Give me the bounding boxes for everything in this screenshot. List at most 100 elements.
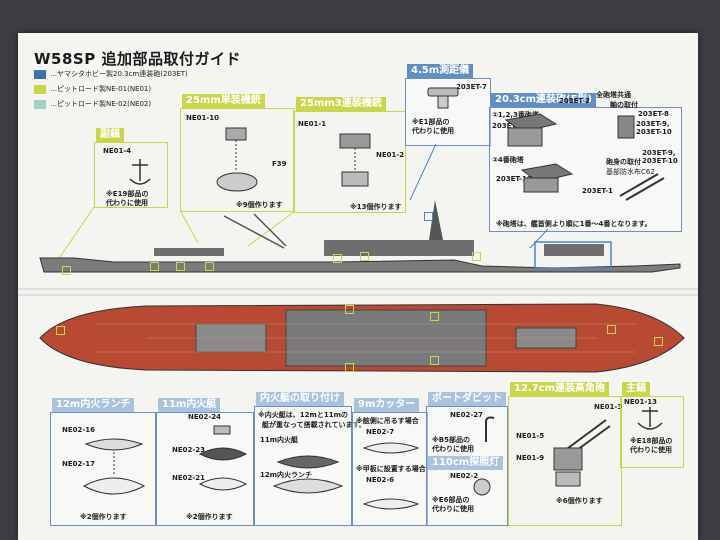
note-line: ※内火艇は、12mと11mの: [258, 411, 348, 419]
part-label: 203ET-10: [496, 175, 532, 183]
sub-anchor-box: [94, 142, 168, 208]
section-title-main-gun: 20.3cm連装砲(E型): [491, 93, 596, 107]
part-note: ※13個作ります: [350, 203, 402, 211]
turret-shaft-drawing: [617, 115, 635, 139]
legend-item-ne01: …ピットロード製NE-01(NE01): [34, 84, 151, 94]
part-label: NE01-3: [594, 403, 623, 411]
part-label: NE02-21: [172, 474, 206, 482]
boat11-drawing: [198, 425, 248, 491]
part-label: 203ET-1: [582, 187, 613, 195]
main-gun-note: ※砲塔は、艦首側より順に1番～4番となります。: [496, 220, 652, 228]
section-title-boat11: 11m内火艇: [158, 398, 221, 412]
part-marker: [345, 305, 354, 314]
section-title-searchlight: 110cm探照灯: [428, 456, 504, 470]
section-title-25mm-triple: 25mm3連装機銃: [296, 97, 386, 111]
part-label: NE02-7: [366, 428, 395, 436]
davit-drawing: [485, 416, 495, 442]
section-title-boatmount: 内火艇の取り付け: [256, 392, 344, 406]
25mm-triple-box: [294, 111, 406, 213]
part-label: NE02-27: [450, 411, 484, 419]
part-note: ※E19部品の 代わりに使用: [106, 190, 149, 207]
aa127-box: [508, 396, 622, 526]
part-note: ※2個作ります: [186, 513, 233, 521]
section-title-25mm-single: 25mm単装機銃: [182, 94, 265, 108]
part-label: NE01-4: [103, 147, 132, 155]
cover-label: 基部防水布C62: [606, 168, 655, 176]
note-line: ※甲板に設置する場合: [356, 465, 426, 473]
turret-a-drawing: [504, 113, 558, 147]
part-label: 203ET-2: [559, 97, 590, 105]
boat11-box: [156, 412, 254, 526]
part-marker: [345, 363, 354, 372]
page-fold: [18, 288, 698, 296]
part-label: NE02-24: [188, 413, 222, 421]
part-marker: [176, 262, 185, 271]
legend-item-ne02: …ピットロード製NE-02(NE02): [34, 99, 151, 109]
section-title-davit: ボートダビット: [428, 392, 506, 406]
section-title-sub-anchor: 副錨: [96, 128, 124, 142]
legend-label: …ヤマシタホビー製20.3cm連装砲(203ET): [50, 70, 188, 78]
section-title-aa127: 12.7cm連装高角砲: [510, 382, 610, 396]
searchlight-drawing: [473, 478, 491, 496]
part-label: 203ET-9: [492, 122, 523, 130]
part-note: ※E6部品の 代わりに使用: [432, 496, 474, 513]
part-label: NE01-2: [376, 151, 405, 159]
part-note: ※E18部品の 代わりに使用: [630, 437, 673, 454]
single-gun-drawing: [216, 127, 258, 192]
part-marker: [150, 262, 159, 271]
part-label: NE02-2: [450, 472, 479, 480]
part-label: 203ET-9, 203ET-10: [636, 120, 672, 136]
part-marker: [56, 326, 65, 335]
section-title-cutter9: 9mカッター: [354, 398, 420, 412]
part-note: ※9個作ります: [236, 201, 283, 209]
part-label: NE02-23: [172, 446, 206, 454]
legend-swatch: [34, 69, 46, 79]
section-title-rangefinder: 4.5m測距儀: [407, 64, 474, 78]
section-title-launch12: 12m内火ランチ: [52, 398, 135, 412]
part-label: NE02-16: [62, 426, 96, 434]
aa-gun-drawing: [553, 419, 611, 487]
part-label: 203ET-7: [456, 83, 487, 91]
launch12-box: [50, 412, 156, 526]
section-title-main-anchor: 主錨: [622, 382, 650, 396]
part-note: ※B5部品の 代わりに使用: [432, 436, 474, 453]
part-note: ※E1部品の 代わりに使用: [412, 118, 454, 135]
turret-group-1: ①1,2,3番砲塔: [492, 111, 539, 119]
common-label: 全砲塔共通: [596, 91, 631, 99]
part-label: NE01-1: [298, 120, 327, 128]
boatmount-drawing: [272, 455, 344, 494]
part-marker: [333, 254, 342, 263]
part-label: 203ET-9, 203ET-10: [642, 149, 678, 165]
part-marker: [430, 356, 439, 365]
part-marker: [205, 262, 214, 271]
part-label: NE01-5: [516, 432, 545, 440]
main-anchor-box: [620, 396, 684, 468]
part-marker: [654, 337, 663, 346]
ship-top-view: [39, 303, 685, 373]
note-line: 艇が重なって搭載されています。: [262, 421, 366, 429]
part-label: NE01-13: [624, 398, 658, 406]
launch-drawing: [82, 438, 146, 495]
part-marker: [472, 252, 481, 261]
legend-swatch: [34, 84, 46, 94]
part-note: ※2個作ります: [80, 513, 127, 521]
legend-item-yamashita: …ヤマシタホビー製20.3cm連装砲(203ET): [34, 69, 188, 79]
instruction-sheet: [18, 33, 698, 540]
legend-swatch: [34, 99, 46, 109]
part-label: 203ET-8: [638, 110, 669, 118]
part-note: ※6個作ります: [556, 497, 603, 505]
ship-side-view: [39, 200, 681, 273]
part-label: NE01-9: [516, 454, 545, 462]
turret-group-2: ②4番砲塔: [492, 156, 524, 164]
cutter-drawing: [362, 442, 420, 510]
part-marker: [607, 325, 616, 334]
boat-label: 12m内火ランチ: [260, 471, 313, 479]
page-title: W58SP 追加部品取付ガイド: [34, 50, 241, 68]
rangefinder-drawing: [427, 87, 459, 109]
common-label-2: 軸の取付: [610, 101, 638, 109]
main-anchor-drawing: [637, 407, 663, 430]
leader-lines: [57, 143, 549, 261]
note-line: ※舷側に吊るす場合: [356, 417, 419, 425]
barrel-label: 砲身の取付: [606, 158, 641, 166]
boat-label: 11m内火艇: [260, 436, 299, 444]
